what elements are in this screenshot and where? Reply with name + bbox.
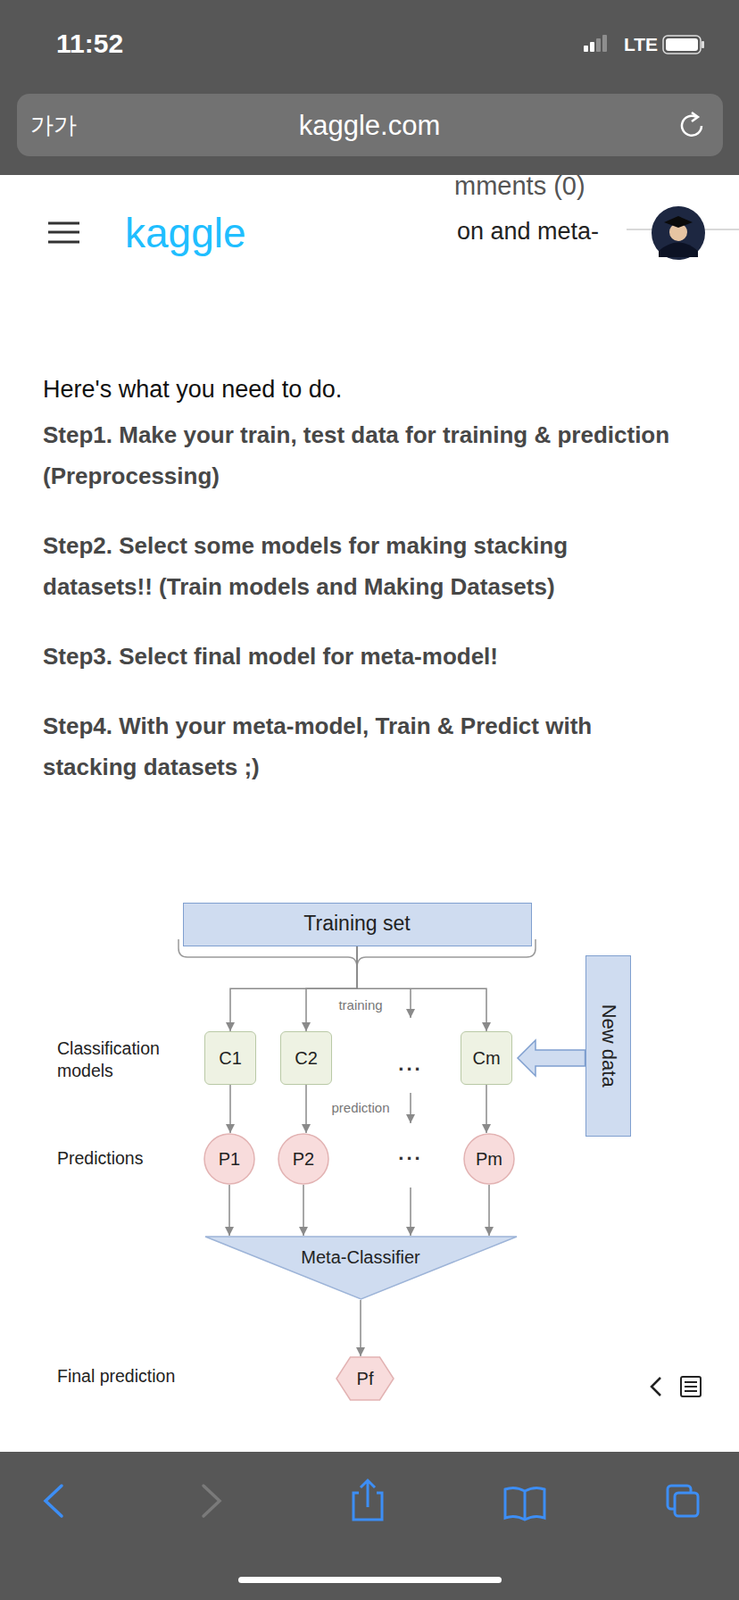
intro-sentence: Here's what you need to do. [42,368,679,410]
browser-chrome [0,0,739,175]
node-text: Pf [357,1367,374,1389]
collapse-chevron [651,1377,661,1395]
ellipsis-arrow [409,988,412,1018]
article-text: Here's what you need to do.Step1. Make y… [42,368,679,788]
avatar-ground [651,206,706,260]
toc-line [684,1385,698,1387]
menu-line [48,231,80,234]
flow-arrow [230,946,358,1032]
battery-outline [663,35,701,54]
tabs-button [667,1485,698,1516]
menu-line [48,240,80,244]
battery-nub [701,41,705,49]
ellipsis: ... [398,1051,423,1078]
prediction-circle-shape [204,1133,255,1184]
prediction-circle: P2 [277,1132,330,1185]
toc-icon [680,1376,701,1396]
node-text: Meta-Classifier [300,1245,420,1268]
prediction-circle: P1 [203,1132,256,1185]
article-title-fragment: on and meta- [456,215,599,248]
network-type: LTE [623,32,658,57]
site-logo: kaggle [124,207,247,261]
share-arrow [360,1479,375,1507]
bookmarks-button [505,1486,545,1520]
tab-front [674,1492,698,1516]
toc-line [684,1389,698,1392]
step-text: Step1. Make your train, test data for tr… [42,414,679,497]
home-indicator [238,1576,502,1583]
flow-arrow [305,1084,308,1133]
model-box: C2 [280,1030,333,1085]
model-box: C1 [204,1030,257,1085]
toc-frame [680,1376,701,1396]
flow-arrow [488,1184,490,1236]
step-text: Step2. Select some models for making sta… [42,524,679,607]
prediction-circle-shape [464,1133,515,1184]
node-text: Pm [475,1147,503,1170]
text-size-button: 가가 [30,110,77,142]
comments-count: mments (0) [454,169,586,204]
ellipsis-arrow [409,1187,412,1236]
back-button [45,1485,62,1516]
flow-arrow [302,1184,305,1236]
ellipsis: ... [398,1140,423,1167]
browser-toolbar [0,1451,739,1600]
battery-level [665,38,698,51]
node-text: New data [596,1004,620,1088]
flow-arrow [229,1084,232,1133]
flow-label: training [338,996,382,1014]
signal-bars [583,34,607,52]
user-avatar [651,206,706,260]
flow-arrow [357,946,487,1032]
row-label: Final prediction [57,1364,175,1387]
avatar-cap [664,215,693,228]
clock-time: 11:52 [56,25,124,61]
menu-line [48,222,80,225]
row-label: Predictions [57,1146,143,1170]
meta-classifier-funnel-shape [205,1236,517,1299]
data-box: Training set [182,902,532,947]
toc-line [684,1380,698,1383]
flow-arrow [228,1184,231,1236]
node-text: C1 [218,1046,242,1069]
menu-icon [48,223,80,242]
meta-classifier-funnel-outline [204,1235,518,1300]
url-text: kaggle.com [298,107,441,144]
forward-button [203,1485,220,1516]
model-box: Cm [460,1030,513,1085]
data-box: New data [585,954,632,1137]
prediction-circle-shape [278,1133,329,1184]
final-prediction-hexagon: Pf [335,1355,395,1401]
share-button [353,1479,382,1520]
step-text: Step3. Select final model for meta-model… [42,635,679,677]
url-bar [16,93,723,157]
node-text: P2 [292,1147,315,1170]
ellipsis-arrow [409,1092,412,1123]
flow-arrow [359,1299,362,1356]
signal-bar [583,45,589,52]
final-prediction-hexagon-shape [336,1356,394,1400]
meta-classifier-funnel: Meta-Classifier [204,1235,518,1300]
reload-head [691,112,698,122]
signal-bar [596,38,601,52]
node-text: C2 [294,1046,318,1069]
flow-label: prediction [331,1098,390,1117]
input-arrow [517,1039,586,1076]
prediction-circle: Pm [463,1132,515,1185]
flow-arrow [306,946,358,1032]
battery-icon [663,35,705,54]
signal-bar [589,41,595,52]
node-text: Cm [472,1046,500,1069]
avatar-gown [658,242,698,258]
reload-icon [681,112,702,136]
flow-arrow [485,1084,488,1133]
row-label: Classification models [57,1037,175,1083]
node-text: Training set [303,911,410,937]
node-text: P1 [218,1147,241,1170]
reload-arc [681,116,702,136]
step-text: Step4. With your meta-model, Train & Pre… [42,705,679,788]
signal-bar [602,34,607,52]
